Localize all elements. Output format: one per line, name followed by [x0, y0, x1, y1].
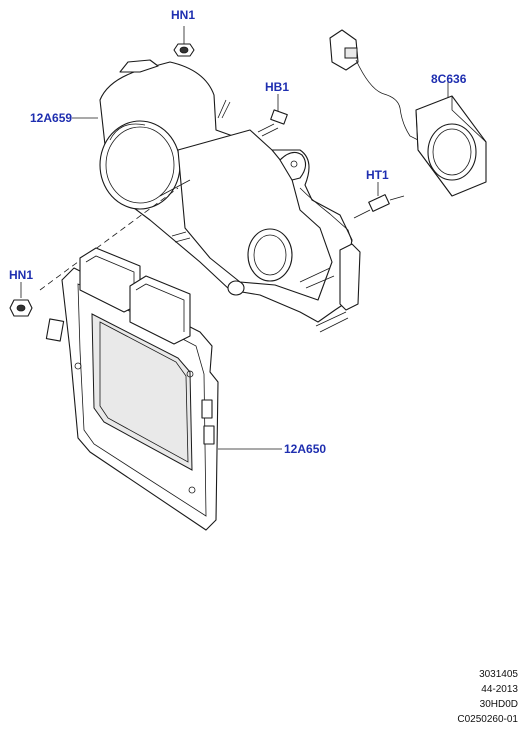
- sensor-ht1: [299, 182, 405, 243]
- cooling-fan-8c636: [329, 29, 487, 197]
- reference-line-3: 30HD0D: [479, 699, 518, 710]
- reference-line-4: C0250260-01: [457, 714, 518, 725]
- callout-12a650: 12A650: [284, 442, 327, 456]
- callout-12a659: 12A659: [30, 111, 73, 125]
- callout-8c636: 8C636: [431, 72, 467, 86]
- reference-line-1: 3031405: [479, 669, 518, 680]
- nut-hn1-left: [9, 282, 33, 317]
- callout-hn1-top: HN1: [171, 8, 196, 22]
- control-module-12a650: [39, 187, 282, 531]
- mounting-bracket-12a659: [99, 59, 361, 333]
- callout-ht1: HT1: [366, 168, 389, 182]
- bolt-hb1: [257, 94, 288, 137]
- callout-hn1-left: HN1: [9, 268, 34, 282]
- reference-line-2: 44-2013: [481, 684, 518, 695]
- nut-hn1-top: [173, 26, 195, 57]
- callout-hb1: HB1: [265, 80, 290, 94]
